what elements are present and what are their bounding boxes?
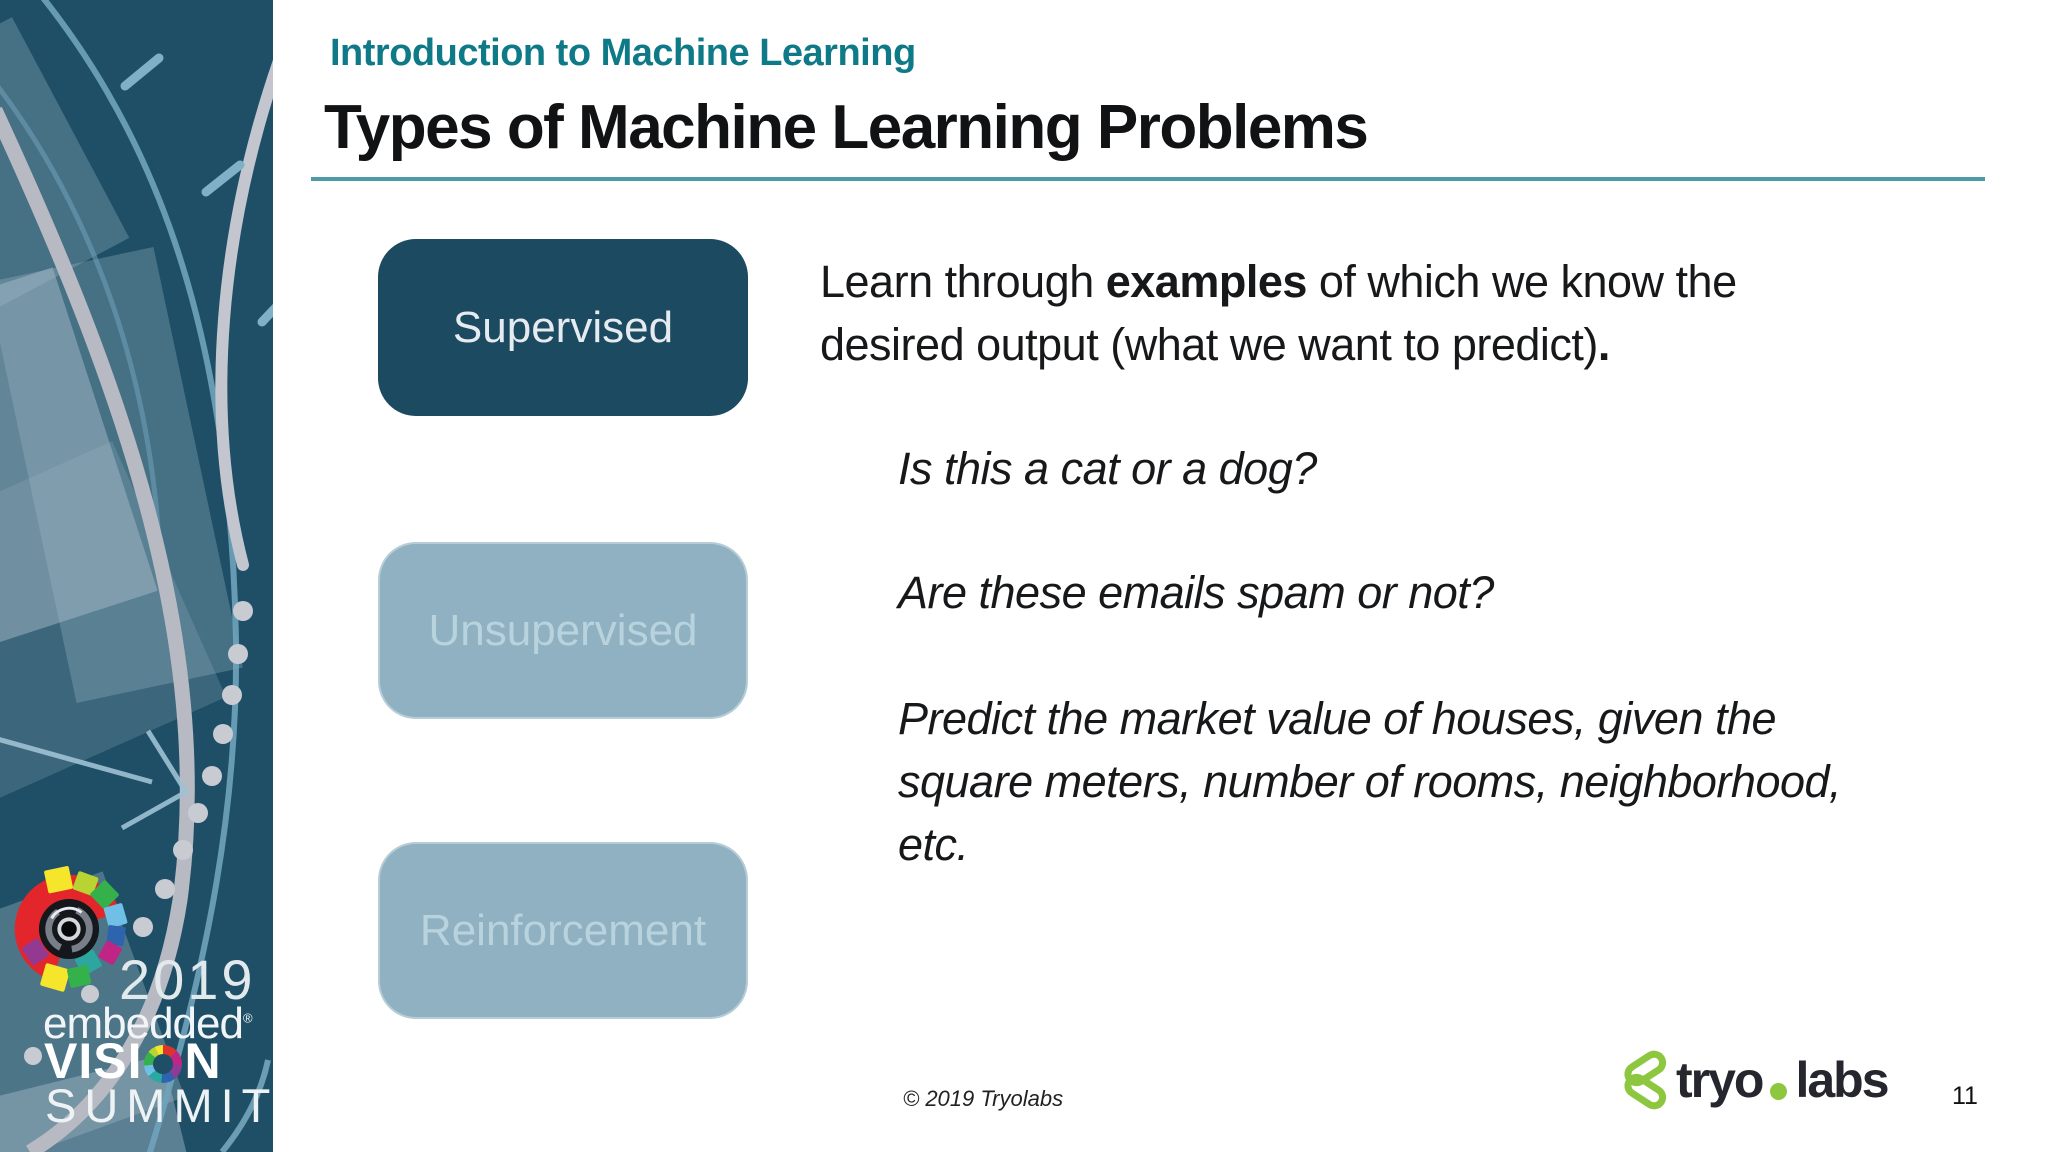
- summit-logo-year: 2019: [119, 948, 256, 1011]
- example-cat-or-dog: Is this a cat or a dog?: [898, 443, 1317, 494]
- title-rule: [311, 177, 1985, 181]
- brand-word-labs: labs: [1795, 1052, 1889, 1108]
- example-spam: Are these emails spam or not?: [898, 567, 1494, 618]
- tryolabs-logo: tryo labs: [1622, 1048, 1890, 1112]
- summit-logo-embedded: embedded®: [43, 999, 253, 1048]
- category-box-reinforcement: Reinforcement: [378, 842, 748, 1019]
- page-number: 11: [1952, 1082, 1978, 1110]
- tryolabs-logo-icon: [1624, 1050, 1666, 1110]
- sidebar-artwork: [0, 0, 273, 1152]
- intro-bold-word: examples: [1105, 256, 1308, 307]
- intro-paragraph: Learn through examples of which we know …: [820, 256, 1737, 370]
- brand-dot-icon: [1770, 1082, 1788, 1100]
- copyright-notice: © 2019 Tryolabs: [903, 1086, 1064, 1111]
- category-box-supervised: Supervised: [378, 239, 748, 416]
- registered-mark: ®: [242, 1010, 253, 1026]
- brand-word-tryo: tryo: [1676, 1052, 1764, 1108]
- slide-kicker: Introduction to Machine Learning: [330, 32, 916, 74]
- camera-pinwheel-icon: [14, 866, 128, 992]
- example-house-value: Predict the market value of houses, give…: [898, 693, 1842, 870]
- category-box-unsupervised: Unsupervised: [378, 542, 748, 719]
- vision-o-ring-icon: [144, 1045, 183, 1083]
- summit-logo-summit: SUMMIT: [45, 1079, 273, 1132]
- page-title: Types of Machine Learning Problems: [324, 93, 1369, 162]
